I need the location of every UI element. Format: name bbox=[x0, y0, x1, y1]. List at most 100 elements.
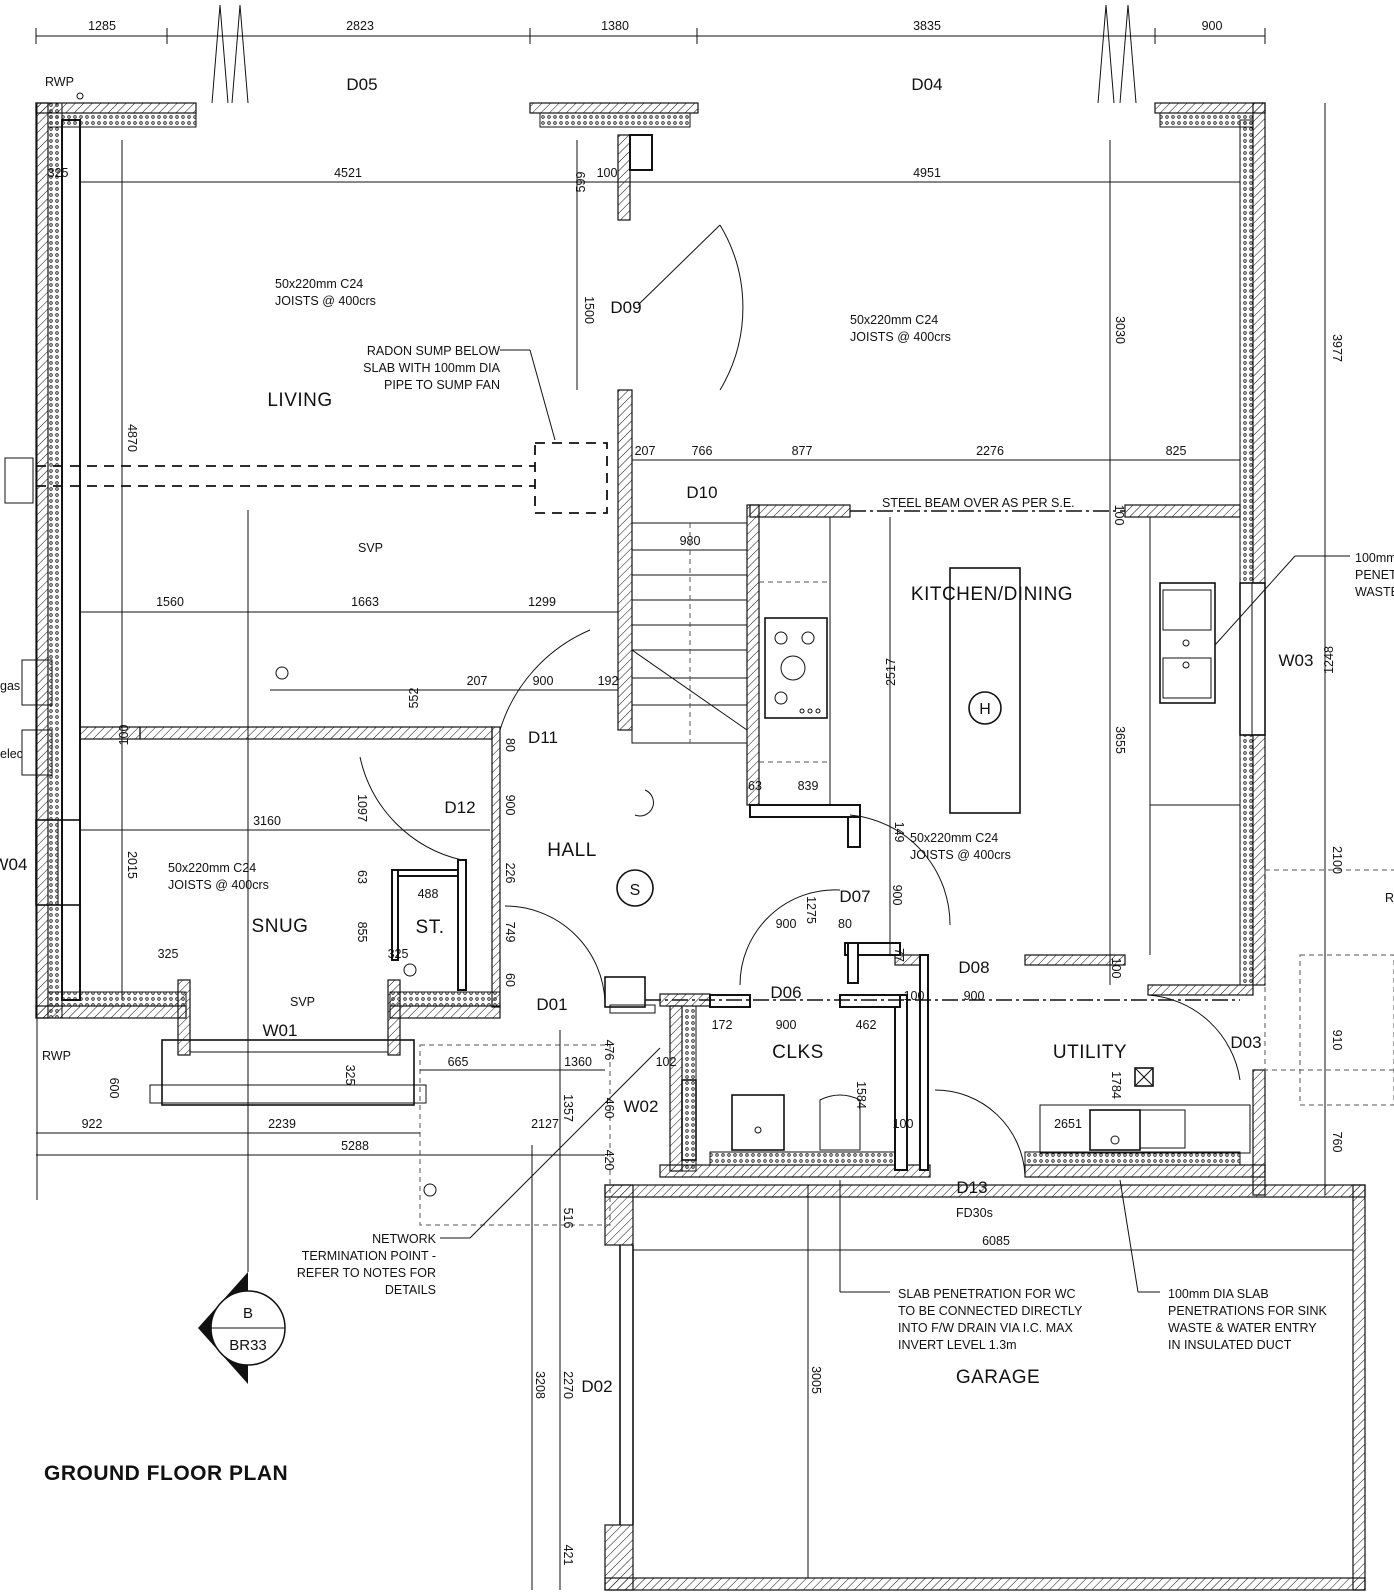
wc-basin-icon bbox=[731, 1094, 861, 1151]
label-d04: D04 bbox=[911, 75, 942, 94]
dim-2270: 2270 bbox=[561, 1371, 575, 1399]
dim-900-d06: 900 bbox=[776, 917, 797, 931]
staircase bbox=[631, 522, 748, 744]
joists-living-line1: 50x220mm C24 bbox=[275, 277, 363, 291]
network-note-line4: DETAILS bbox=[385, 1283, 436, 1297]
dim-900-d07: 900 bbox=[890, 885, 904, 906]
slab-wc-note-line3: INTO F/W DRAIN VIA I.C. MAX bbox=[898, 1321, 1073, 1335]
dimension-texts: 4521 4951 325 100 599 1500 3030 3977 487… bbox=[48, 166, 1344, 1565]
label-w02: W02 bbox=[624, 1097, 659, 1116]
room-garage: GARAGE bbox=[956, 1367, 1040, 1388]
dim-1097: 1097 bbox=[355, 794, 369, 822]
steel-beam-line bbox=[645, 510, 1240, 1001]
slab-wc-note: SLAB PENETRATION FOR WC TO BE CONNECTED … bbox=[839, 1180, 1083, 1352]
label-svp-snug: SVP bbox=[290, 995, 315, 1009]
section-letter: B bbox=[243, 1305, 253, 1322]
dim-599: 599 bbox=[574, 172, 588, 193]
radon-pipe-dashed bbox=[36, 442, 608, 514]
dim-1500: 1500 bbox=[582, 296, 596, 324]
dim-825: 825 bbox=[1166, 444, 1187, 458]
dim-207-b: 207 bbox=[467, 674, 488, 688]
dim-1299: 1299 bbox=[528, 595, 556, 609]
dim-2015: 2015 bbox=[125, 851, 139, 879]
dim-980: 980 bbox=[680, 534, 701, 548]
dim-63-a: 63 bbox=[748, 779, 762, 793]
external-walls bbox=[35, 102, 1266, 1196]
dim-4521: 4521 bbox=[334, 166, 362, 180]
dim-top-3835: 3835 bbox=[913, 19, 941, 33]
dim-4870: 4870 bbox=[125, 424, 139, 452]
label-d02: D02 bbox=[581, 1377, 612, 1396]
dim-665: 665 bbox=[448, 1055, 469, 1069]
room-hall: HALL bbox=[547, 840, 597, 861]
dim-1360: 1360 bbox=[564, 1055, 592, 1069]
dim-420: 420 bbox=[602, 1150, 616, 1171]
door-d01-frame bbox=[604, 976, 656, 1014]
dim-1248: 1248 bbox=[1322, 646, 1336, 674]
network-note-line3: REFER TO NOTES FOR bbox=[297, 1266, 436, 1280]
dim-516: 516 bbox=[561, 1208, 575, 1229]
room-snug: SNUG bbox=[252, 916, 309, 937]
dim-100-d08: 100 bbox=[1109, 958, 1123, 979]
garage-walls bbox=[604, 1184, 1366, 1591]
sink-note: 100mm DIA SLAB PENETRATIONS FOR SINK WAS… bbox=[1119, 1179, 1327, 1352]
dim-766: 766 bbox=[692, 444, 713, 458]
dim-100-snug-wall: 100 bbox=[117, 725, 131, 746]
dim-2651: 2651 bbox=[1054, 1117, 1082, 1131]
penet-note: 100mm PENET WASTE bbox=[1214, 551, 1394, 646]
dim-2517: 2517 bbox=[884, 658, 898, 686]
joists-snug-line2: JOISTS @ 400crs bbox=[168, 878, 269, 892]
dim-4951: 4951 bbox=[913, 166, 941, 180]
section-marker-b: B BR33 bbox=[198, 510, 286, 1384]
window-w04 bbox=[35, 819, 81, 906]
section-sheet: BR33 bbox=[229, 1337, 267, 1354]
dim-100-top: 100 bbox=[597, 166, 618, 180]
dim-3655: 3655 bbox=[1113, 726, 1127, 754]
dim-325-snug-b: 325 bbox=[388, 947, 409, 961]
dim-910: 910 bbox=[1330, 1030, 1344, 1051]
joists-kitchen-line1: 50x220mm C24 bbox=[850, 313, 938, 327]
dimension-lines bbox=[36, 103, 1353, 1590]
dim-855: 855 bbox=[355, 922, 369, 943]
sink-note-line2: PENETRATIONS FOR SINK bbox=[1168, 1304, 1327, 1318]
room-living: LIVING bbox=[267, 390, 332, 411]
label-d05: D05 bbox=[346, 75, 377, 94]
room-utility: UTILITY bbox=[1053, 1042, 1127, 1063]
dim-top-900: 900 bbox=[1202, 19, 1223, 33]
dim-839: 839 bbox=[798, 779, 819, 793]
dim-476: 476 bbox=[602, 1040, 616, 1061]
dim-77: 77 bbox=[892, 948, 906, 962]
top-dimension-chain: 1285 2823 1380 3835 900 bbox=[35, 19, 1266, 44]
dim-2100: 2100 bbox=[1330, 846, 1344, 874]
radon-note-line3: PIPE TO SUMP FAN bbox=[384, 378, 500, 392]
dim-421: 421 bbox=[561, 1545, 575, 1566]
dim-100-beam: 100 bbox=[1112, 505, 1126, 526]
dim-3030: 3030 bbox=[1113, 316, 1127, 344]
label-rwp-bottom: RWP bbox=[42, 1049, 71, 1063]
dim-1275: 1275 bbox=[804, 896, 818, 924]
label-fd30s: FD30s bbox=[956, 1206, 993, 1220]
dim-172: 172 bbox=[712, 1018, 733, 1032]
joists-hall-line1: 50x220mm C24 bbox=[910, 831, 998, 845]
slab-wc-note-line2: TO BE CONNECTED DIRECTLY bbox=[898, 1304, 1083, 1318]
dim-top-1285: 1285 bbox=[88, 19, 116, 33]
elec-meter-box bbox=[21, 729, 53, 776]
label-w03: W03 bbox=[1279, 651, 1314, 670]
room-kitchen-dining: KITCHEN/DINING bbox=[911, 584, 1073, 605]
network-point-symbol bbox=[423, 1183, 437, 1197]
dim-1584: 1584 bbox=[854, 1081, 868, 1109]
door-d04-symbol bbox=[1097, 4, 1137, 104]
dim-3977: 3977 bbox=[1330, 334, 1344, 362]
dim-462: 462 bbox=[856, 1018, 877, 1032]
sink-note-line4: IN INSULATED DUCT bbox=[1168, 1338, 1292, 1352]
internal-walls bbox=[79, 134, 1254, 1171]
dim-1560: 1560 bbox=[156, 595, 184, 609]
rwp-top-symbol bbox=[76, 92, 84, 100]
joists-hall-line2: JOISTS @ 400crs bbox=[910, 848, 1011, 862]
room-clks: CLKS bbox=[772, 1042, 824, 1063]
dim-1357: 1357 bbox=[561, 1094, 575, 1122]
dim-207-a: 207 bbox=[635, 444, 656, 458]
dim-226: 226 bbox=[503, 863, 517, 884]
label-steel-beam: STEEL BEAM OVER AS PER S.E. bbox=[882, 496, 1075, 510]
